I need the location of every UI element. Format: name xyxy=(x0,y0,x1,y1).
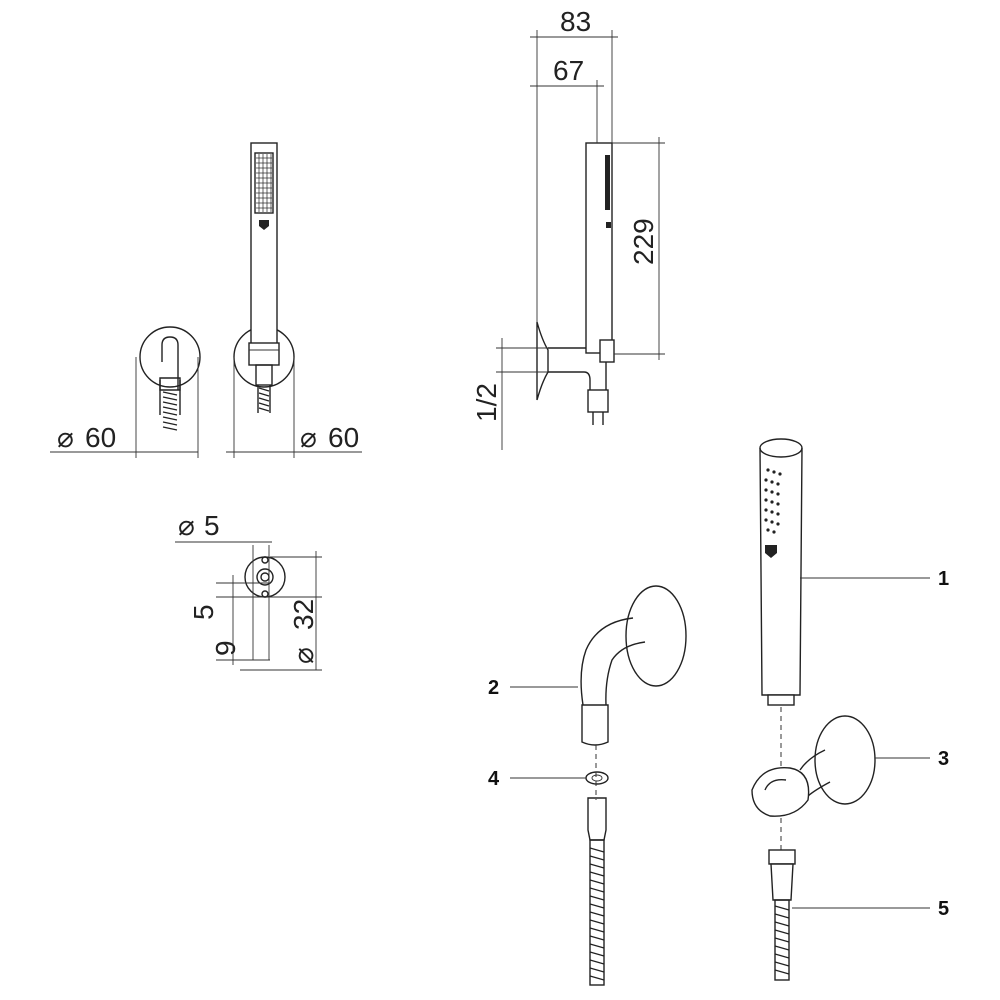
callout-3: 3 xyxy=(938,748,949,770)
front-view: ⌀ 60 ⌀ 60 xyxy=(50,142,362,458)
part-hose-right xyxy=(768,849,796,981)
front-view-handshower-bracket xyxy=(233,142,295,458)
callout-4: 4 xyxy=(488,768,500,790)
side-inner-width: 67 xyxy=(553,55,584,86)
front-left-diameter-value: 60 xyxy=(85,422,116,453)
side-thread-size: 1/2 xyxy=(471,383,502,422)
front-right-diameter-value: 60 xyxy=(328,422,359,453)
side-height: 229 xyxy=(628,218,659,265)
plan-offset-a: 5 xyxy=(188,604,219,620)
plan-hole-diameter-value: 5 xyxy=(204,510,220,541)
front-left-diameter-symbol: ⌀ xyxy=(57,422,74,453)
side-view: 83 67 229 1/2 xyxy=(471,6,665,450)
callout-5: 5 xyxy=(938,898,949,920)
plan-flange-diameter-symbol: ⌀ xyxy=(288,647,319,664)
plan-view: ⌀ 5 5 9 32 ⌀ xyxy=(175,510,322,671)
callout-2: 2 xyxy=(488,677,499,699)
part-washer xyxy=(585,771,609,785)
part-hose-left xyxy=(587,797,607,986)
callout-1: 1 xyxy=(938,568,949,590)
part-hand-shower xyxy=(759,438,803,706)
front-view-elbow-flange xyxy=(135,326,201,458)
side-view-wall-flange xyxy=(536,321,549,401)
front-right-diameter-symbol: ⌀ xyxy=(300,422,317,453)
part-wall-bracket xyxy=(751,715,876,817)
plan-offset-b: 9 xyxy=(210,640,241,656)
plan-flange-diameter-value: 32 xyxy=(288,599,319,630)
part-wall-elbow xyxy=(580,585,687,746)
exploded-view: 1 2 3 4 5 xyxy=(488,438,949,986)
plan-hole-diameter-symbol: ⌀ xyxy=(178,510,195,541)
side-total-width: 83 xyxy=(560,6,591,37)
